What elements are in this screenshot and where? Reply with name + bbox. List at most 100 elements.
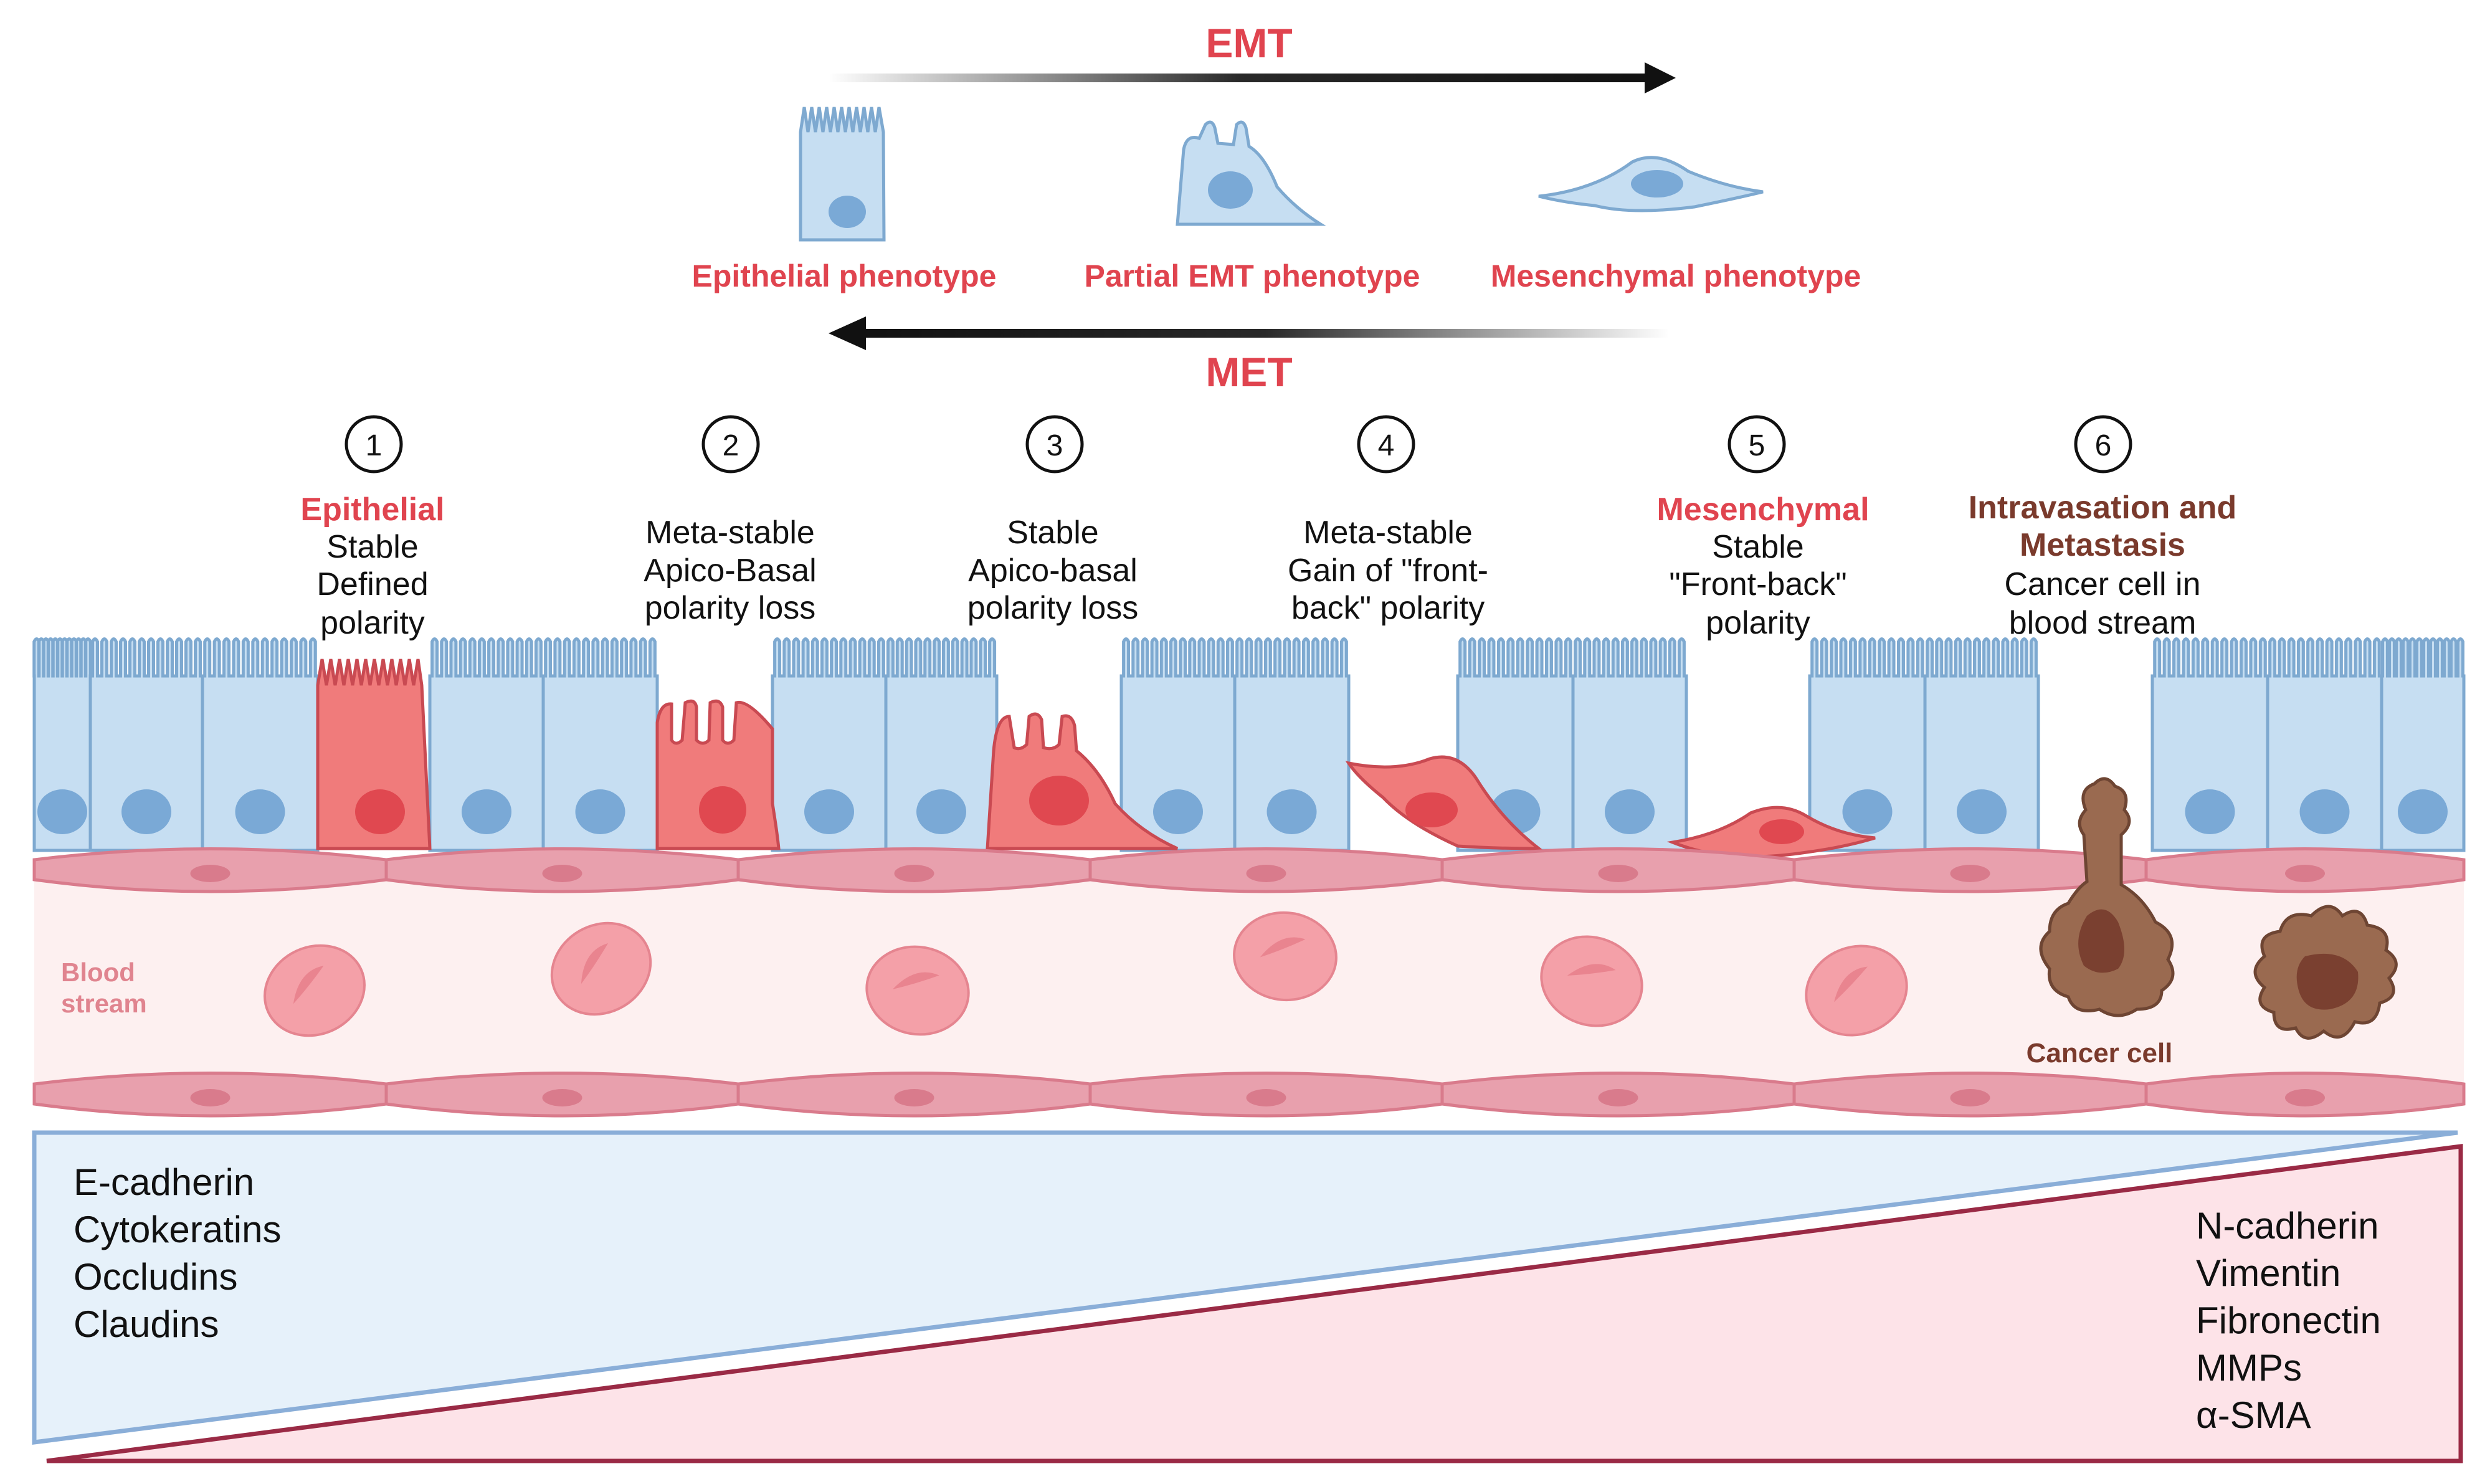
stage-number-circle bbox=[1727, 415, 1786, 473]
stage-5: 5 Mesenchymal Stable "Front-back" polari… bbox=[1656, 415, 1870, 641]
epithelial-cell bbox=[1808, 637, 1927, 852]
endothelial-nucleus bbox=[894, 865, 934, 882]
marker: Vimentin bbox=[2196, 1252, 2340, 1294]
emt-label: EMT bbox=[1205, 20, 1292, 66]
blood-stream-label: stream bbox=[61, 989, 147, 1018]
endothelial-nucleus bbox=[1246, 1089, 1286, 1106]
stage-2: 2 Meta-stable Apico-Basal polarity loss bbox=[644, 415, 817, 626]
stage-number-circle bbox=[1025, 415, 1084, 473]
marker: Occludins bbox=[74, 1256, 237, 1298]
epithelial-cell bbox=[1233, 637, 1351, 852]
endothelial-nucleus bbox=[542, 1089, 582, 1106]
front-back-cell bbox=[1345, 755, 1544, 850]
mesenchymal-cell bbox=[1666, 806, 1876, 859]
red-blood-cell bbox=[550, 921, 652, 1016]
epithelial-cell bbox=[771, 637, 888, 852]
pink-wedge bbox=[46, 1144, 2463, 1463]
endothelial-nucleus bbox=[2285, 1089, 2325, 1106]
red-blood-cells bbox=[264, 911, 1908, 1037]
stage-number-circle bbox=[1357, 415, 1415, 473]
stage-line: back" polarity bbox=[1291, 590, 1485, 626]
epithelial-cell bbox=[884, 637, 999, 852]
phenotype-partial-emt: Partial EMT phenotype bbox=[1085, 259, 1420, 293]
stage-line: Meta-stable bbox=[1303, 515, 1473, 551]
endothelial-nucleus bbox=[1950, 1089, 1990, 1106]
epithelial-phenotype-icon bbox=[799, 107, 886, 242]
stage-title: Epithelial bbox=[300, 492, 444, 528]
stage-line: polarity bbox=[1706, 605, 1810, 641]
met-label: MET bbox=[1205, 349, 1292, 395]
epithelial-cell bbox=[428, 637, 545, 852]
stage-number: 6 bbox=[2095, 429, 2112, 462]
epithelial-cell bbox=[1119, 637, 1237, 852]
epithelial-cell bbox=[32, 637, 92, 852]
stage-number-circle bbox=[345, 415, 403, 473]
stage-line: Stable bbox=[1007, 515, 1098, 551]
endothelial-nucleus bbox=[1950, 865, 1990, 882]
red-blood-cell bbox=[264, 944, 366, 1037]
epithelial-cell bbox=[1923, 637, 2040, 852]
emt-arrow bbox=[829, 62, 1676, 93]
stage-line: Gain of "front- bbox=[1288, 553, 1488, 589]
stage-title: Intravasation and bbox=[1969, 490, 2237, 526]
stage-line: polarity loss bbox=[645, 590, 816, 626]
stage-line: polarity bbox=[320, 605, 425, 641]
mesenchymal-phenotype-icon bbox=[1538, 156, 1764, 212]
partial-emt-phenotype-icon bbox=[1176, 120, 1326, 226]
epithelial-cell bbox=[2150, 637, 2269, 852]
stage-number: 4 bbox=[1378, 429, 1395, 462]
marker: N-cadherin bbox=[2196, 1205, 2378, 1247]
stage-line: Apico-Basal bbox=[644, 553, 816, 589]
epithelial-cell bbox=[1571, 637, 1688, 852]
stage-number: 2 bbox=[723, 429, 739, 462]
red-blood-cell bbox=[865, 945, 970, 1036]
endothelial-nucleus bbox=[190, 1089, 230, 1106]
vessel-wall-top bbox=[32, 847, 2466, 893]
marker: Claudins bbox=[74, 1303, 219, 1345]
meta-stable-cell bbox=[655, 699, 781, 850]
stage-line: Cancer cell in bbox=[2004, 566, 2200, 602]
epithelial-cell bbox=[201, 637, 320, 852]
mesenchymal-markers: N-cadherin Vimentin Fibronectin MMPs α-S… bbox=[2196, 1205, 2381, 1436]
marker: E-cadherin bbox=[74, 1161, 254, 1203]
blue-wedge bbox=[32, 1130, 2458, 1445]
cancer-cell-intravasating bbox=[2039, 777, 2175, 1017]
stage-line: blood stream bbox=[2009, 605, 2197, 641]
epithelial-cell bbox=[2380, 637, 2466, 852]
epithelial-cell bbox=[2266, 637, 2383, 852]
stage-title: Mesenchymal bbox=[1656, 492, 1869, 528]
stage-line: polarity loss bbox=[967, 590, 1139, 626]
marker: Fibronectin bbox=[2196, 1300, 2381, 1341]
endothelial-nucleus bbox=[894, 1089, 934, 1106]
stage-4: 4 Meta-stable Gain of "front- back" pola… bbox=[1288, 415, 1488, 626]
red-blood-cell bbox=[1233, 911, 1338, 1002]
blood-stream-label: Blood bbox=[61, 958, 135, 987]
marker: MMPs bbox=[2196, 1347, 2302, 1389]
stage-number: 3 bbox=[1047, 429, 1063, 462]
endothelial-nucleus bbox=[1246, 865, 1286, 882]
red-blood-cell bbox=[1540, 935, 1643, 1027]
endothelial-nucleus bbox=[2285, 865, 2325, 882]
epithelial-layer bbox=[32, 637, 2466, 852]
endothelial-nucleus bbox=[542, 865, 582, 882]
stage-line: "Front-back" bbox=[1669, 566, 1846, 602]
stage-number: 1 bbox=[366, 429, 383, 462]
red-blood-cell bbox=[1805, 944, 1908, 1037]
epithelial-cell bbox=[88, 637, 204, 852]
marker: Cytokeratins bbox=[74, 1209, 281, 1250]
epithelial-cell bbox=[541, 637, 659, 852]
cancer-cell-circulating bbox=[2253, 905, 2398, 1040]
apico-basal-loss-cell bbox=[986, 712, 1179, 850]
phenotype-epithelial: Epithelial phenotype bbox=[692, 259, 997, 293]
stage-line: Apico-basal bbox=[968, 553, 1138, 589]
marker: α-SMA bbox=[2196, 1394, 2311, 1436]
epithelial-cell-red bbox=[316, 659, 432, 850]
stage-number-circle bbox=[701, 415, 760, 473]
stage-line: Meta-stable bbox=[645, 515, 815, 551]
endothelial-nucleus bbox=[190, 865, 230, 882]
stage-3: 3 Stable Apico-basal polarity loss bbox=[967, 415, 1139, 626]
stage-line: Defined bbox=[316, 566, 428, 602]
epithelial-markers: E-cadherin Cytokeratins Occludins Claudi… bbox=[74, 1161, 281, 1345]
endothelial-nucleus bbox=[1598, 865, 1638, 882]
